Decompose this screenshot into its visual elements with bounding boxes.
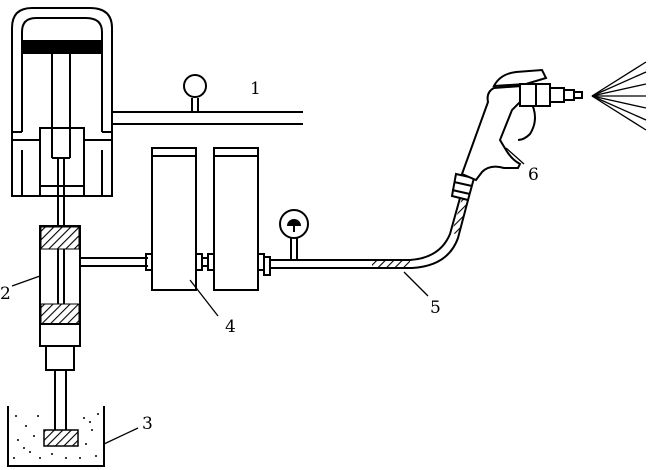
high-pressure-filter bbox=[145, 147, 271, 291]
spray-gun bbox=[450, 68, 583, 202]
double-acting-pump bbox=[39, 225, 81, 430]
label-spray-gun: 6 bbox=[528, 165, 539, 185]
air-motor bbox=[11, 7, 113, 226]
paint-container bbox=[7, 406, 105, 467]
label-high-pressure-filter: 4 bbox=[225, 317, 236, 337]
air-supply-pipe bbox=[112, 111, 303, 125]
spray-fan bbox=[591, 61, 647, 131]
label-air-inlet: 1 bbox=[250, 79, 261, 99]
air-pressure-gauge bbox=[183, 74, 207, 112]
paint-pressure-gauge bbox=[279, 209, 309, 260]
suction-strainer bbox=[43, 429, 79, 447]
label-high-pressure-hose: 5 bbox=[430, 298, 441, 318]
label-double-acting-pump: 2 bbox=[0, 284, 11, 304]
leader-lines bbox=[11, 147, 525, 445]
high-pressure-hose bbox=[372, 197, 469, 269]
pump-outlet-pipe bbox=[80, 257, 148, 267]
label-paint-container: 3 bbox=[142, 414, 153, 434]
air-piston bbox=[22, 40, 102, 54]
outlet-line bbox=[270, 259, 372, 269]
